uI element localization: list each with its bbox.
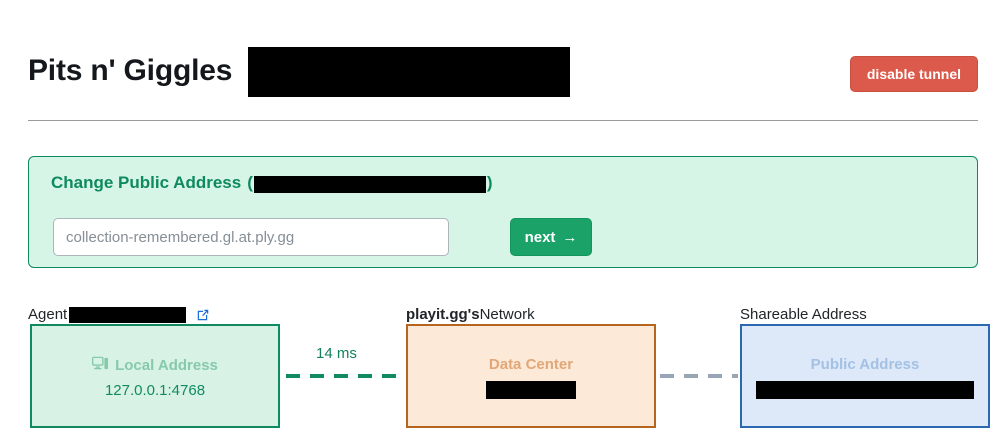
data-center-title: Data Center xyxy=(488,356,574,373)
open-paren: ( xyxy=(247,173,253,192)
public-address-title: Public Address xyxy=(810,356,920,373)
local-address-title-row: Local Address xyxy=(32,356,278,376)
redacted-title-value xyxy=(248,47,571,97)
change-public-address-heading: Change Public Address ( ) xyxy=(51,173,493,193)
desktop-computer-icon xyxy=(92,356,109,376)
playit-network-label-bold: playit.gg's xyxy=(406,306,480,323)
change-public-address-title: Change Public Address xyxy=(51,173,242,192)
close-paren: ) xyxy=(486,173,493,192)
redacted-agent-name xyxy=(69,307,187,323)
shareable-address-label-row: Shareable Address xyxy=(740,306,867,324)
agent-label: Agent xyxy=(28,306,68,323)
local-address-node: Local Address 127.0.0.1:4768 xyxy=(30,324,280,428)
page-title: Pits n' Giggles xyxy=(28,53,233,87)
redacted-current-address xyxy=(253,175,486,193)
external-link-icon[interactable] xyxy=(196,308,210,322)
public-address-node: Public Address xyxy=(740,324,990,428)
disable-tunnel-button[interactable]: disable tunnel xyxy=(849,56,978,92)
link-datacenter-to-public xyxy=(660,374,738,378)
shareable-address-label: Shareable Address xyxy=(740,306,867,323)
data-center-node: Data Center xyxy=(406,324,656,428)
link-agent-to-datacenter xyxy=(286,374,402,378)
next-button[interactable]: next → xyxy=(510,218,592,256)
public-address-input[interactable] xyxy=(53,218,449,256)
agent-label-row: Agent xyxy=(28,306,210,324)
next-button-label: next xyxy=(524,228,556,246)
arrow-right-icon: → xyxy=(562,228,578,246)
redacted-public-address-value xyxy=(756,381,974,399)
change-public-address-panel: Change Public Address ( ) next → xyxy=(28,156,978,268)
header-divider xyxy=(28,120,978,121)
page-header: Pits n' Giggles disable tunnel xyxy=(28,44,978,110)
local-address-title: Local Address xyxy=(115,357,218,374)
public-address-value-row xyxy=(742,374,988,399)
local-address-value: 127.0.0.1:4768 xyxy=(104,382,206,399)
playit-network-label: Network xyxy=(479,306,535,323)
redacted-data-center-value xyxy=(486,381,576,399)
data-center-value-row xyxy=(408,374,654,399)
latency-label: 14 ms xyxy=(316,345,357,362)
playit-network-label-row: playit.gg's Network xyxy=(406,306,535,324)
title-group: Pits n' Giggles xyxy=(28,44,571,97)
